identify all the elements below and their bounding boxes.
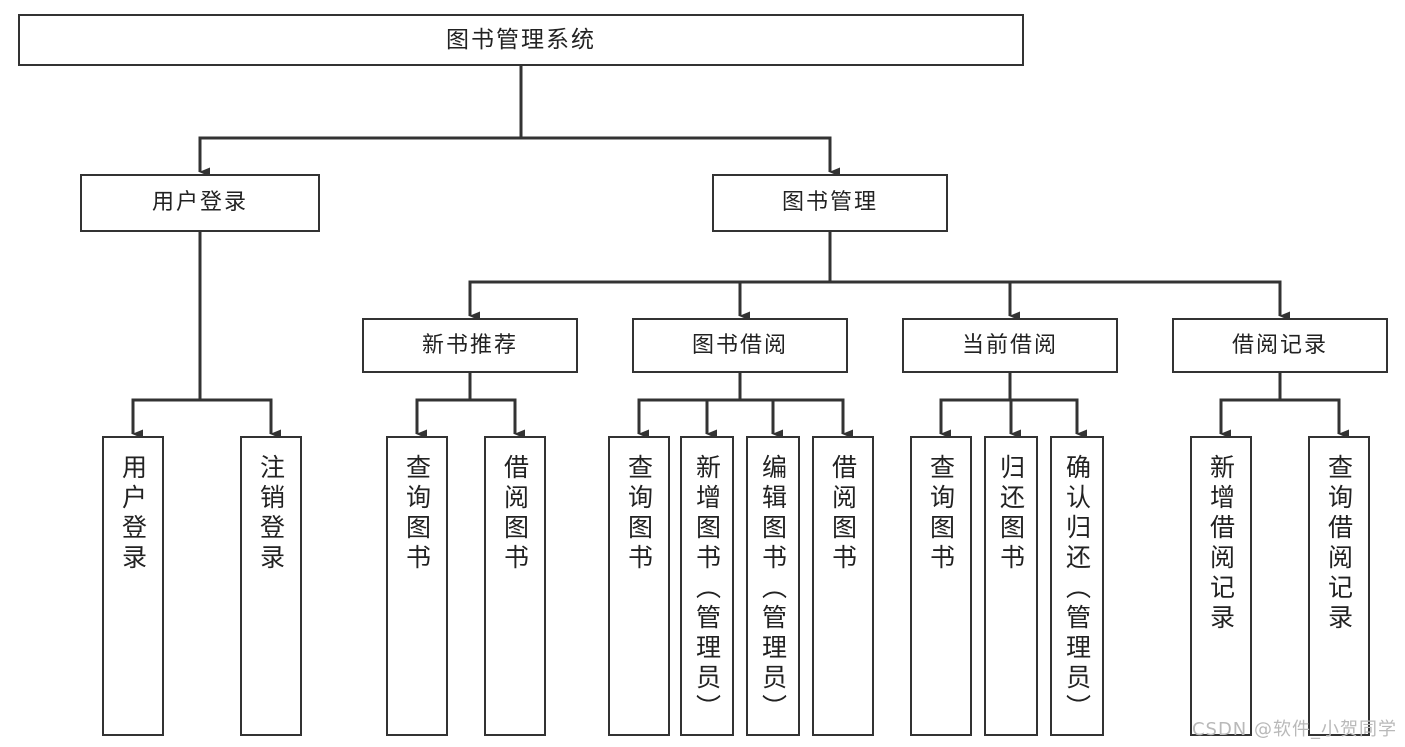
node-label: 归还图书 — [996, 454, 1026, 574]
node-label: 查询图书 — [624, 454, 654, 574]
node-label: 注销登录 — [256, 454, 286, 574]
watermark-text: CSDN @软件_小贺同学 — [1191, 719, 1397, 740]
node-leaf-bor-3[interactable]: 编辑图书（管理员） — [746, 436, 800, 736]
node-records[interactable]: 借阅记录 — [1172, 318, 1388, 373]
node-bookmgmt[interactable]: 图书管理 — [712, 174, 948, 232]
node-newbook[interactable]: 新书推荐 — [362, 318, 578, 373]
node-borrow[interactable]: 图书借阅 — [632, 318, 848, 373]
node-leaf-cur-3[interactable]: 确认归还（管理员） — [1050, 436, 1104, 736]
node-leaf-bor-2[interactable]: 新增图书（管理员） — [680, 436, 734, 736]
node-label: 借阅图书 — [828, 454, 858, 574]
node-label: 新增借阅记录 — [1206, 454, 1236, 634]
node-root[interactable]: 图书管理系统 — [18, 14, 1024, 66]
node-leaf-rec-1[interactable]: 新增借阅记录 — [1190, 436, 1252, 736]
node-login[interactable]: 用户登录 — [80, 174, 320, 232]
node-label: 用户登录 — [151, 190, 248, 216]
node-label: 查询图书 — [402, 454, 432, 574]
node-current[interactable]: 当前借阅 — [902, 318, 1118, 373]
node-label: 新增图书（管理员） — [692, 454, 722, 724]
node-label: 借阅图书 — [500, 454, 530, 574]
node-label: 查询借阅记录 — [1324, 454, 1354, 634]
node-leaf-new-1[interactable]: 查询图书 — [386, 436, 448, 736]
node-label: 当前借阅 — [961, 332, 1058, 358]
node-leaf-cur-1[interactable]: 查询图书 — [910, 436, 972, 736]
node-leaf-bor-4[interactable]: 借阅图书 — [812, 436, 874, 736]
node-label: 编辑图书（管理员） — [758, 454, 788, 724]
node-label: 借阅记录 — [1231, 332, 1328, 358]
node-label: 确认归还（管理员） — [1062, 454, 1092, 724]
node-leaf-new-2[interactable]: 借阅图书 — [484, 436, 546, 736]
node-label: 新书推荐 — [421, 332, 518, 358]
node-leaf-login-1[interactable]: 用户登录 — [102, 436, 164, 736]
node-leaf-bor-1[interactable]: 查询图书 — [608, 436, 670, 736]
node-leaf-login-2[interactable]: 注销登录 — [240, 436, 302, 736]
node-label: 图书管理系统 — [446, 26, 596, 53]
node-leaf-cur-2[interactable]: 归还图书 — [984, 436, 1038, 736]
node-label: 图书管理 — [781, 190, 878, 216]
node-leaf-rec-2[interactable]: 查询借阅记录 — [1308, 436, 1370, 736]
node-label: 用户登录 — [118, 454, 148, 574]
node-label: 图书借阅 — [691, 332, 788, 358]
node-label: 查询图书 — [926, 454, 956, 574]
